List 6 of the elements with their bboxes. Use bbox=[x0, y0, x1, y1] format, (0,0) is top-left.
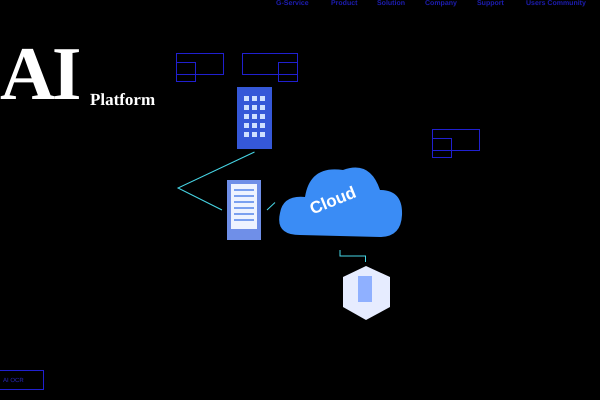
connector-line bbox=[340, 250, 366, 262]
connector-line bbox=[266, 202, 276, 210]
connector-line bbox=[176, 152, 255, 210]
page-heading: AI bbox=[0, 36, 78, 112]
heading-subtitle: Platform bbox=[90, 90, 156, 110]
cloud-label: Cloud bbox=[307, 182, 360, 220]
